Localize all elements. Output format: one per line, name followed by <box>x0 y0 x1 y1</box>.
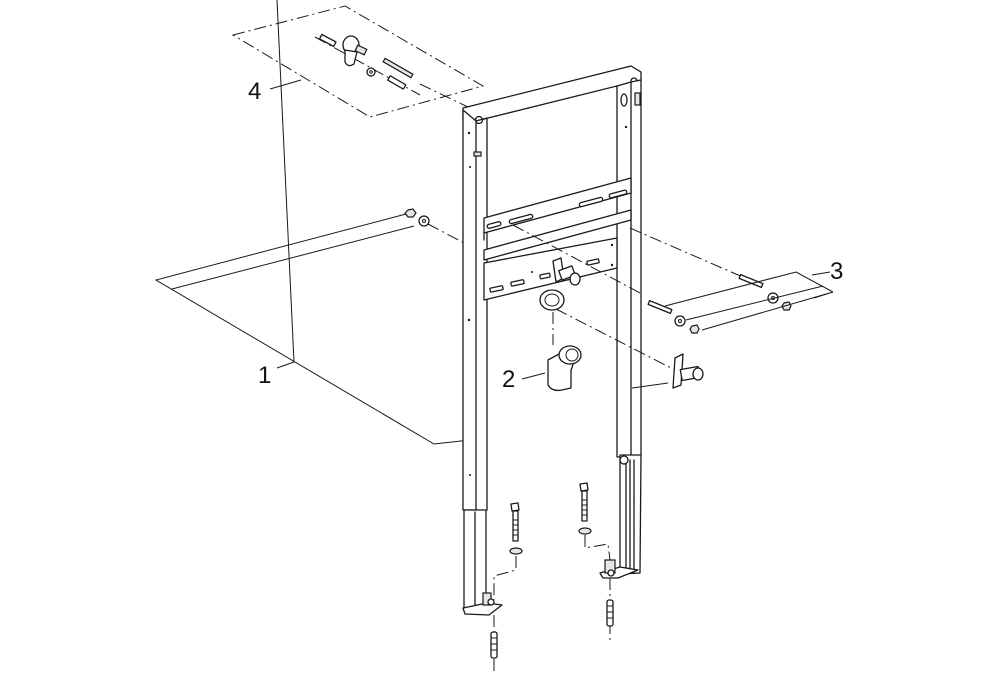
mounting-frame <box>462 65 642 616</box>
screw-icon <box>387 75 407 90</box>
waste-elbow <box>521 345 582 392</box>
rod-washer-nut-set <box>647 271 834 334</box>
threaded-rod-icon <box>382 57 414 79</box>
callout-label-2: 2 <box>502 366 516 393</box>
threaded-rod-icon <box>647 300 673 314</box>
callout-label-3: 3 <box>830 258 844 285</box>
callout-2-leader <box>521 372 546 380</box>
nut-icon <box>689 324 700 334</box>
washer-icon <box>366 67 376 77</box>
floor-fixings <box>490 482 614 675</box>
washer-icon <box>418 215 430 227</box>
t-handle-icon <box>631 353 704 389</box>
callout-4-leader <box>269 79 302 90</box>
nut-icon <box>404 208 417 218</box>
callout-label-1: 1 <box>258 362 272 389</box>
wall-fixing-kit-group <box>231 5 485 118</box>
threaded-rod-icon <box>738 274 764 288</box>
wall-bracket-icon <box>342 35 368 67</box>
callout-label-4: 4 <box>248 78 262 105</box>
washer-icon <box>674 315 686 327</box>
waste-connector-icon <box>539 257 581 311</box>
frame-callout-outline <box>154 0 471 445</box>
callout-3-leader <box>811 271 831 276</box>
